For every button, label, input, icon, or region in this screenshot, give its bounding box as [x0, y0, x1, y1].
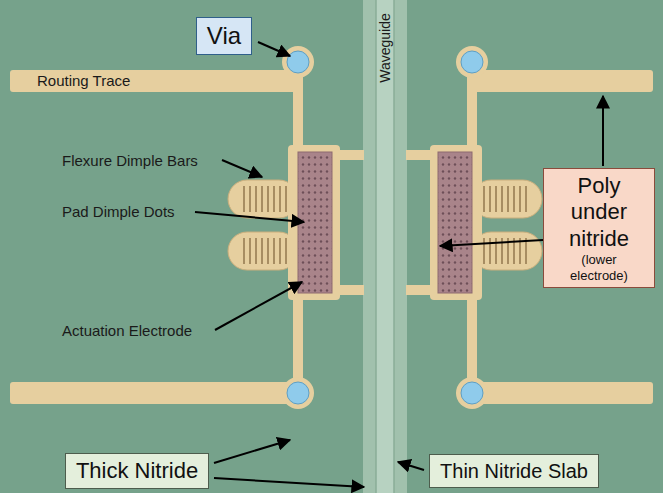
- callout-text: Thin Nitride Slab: [440, 459, 588, 483]
- part-label: Actuation Electrode: [62, 322, 192, 340]
- leader-arrows: [195, 42, 603, 487]
- thin-nitride-box: Thin Nitride Slab: [429, 454, 599, 488]
- thick-nitride-box: Thick Nitride: [65, 453, 209, 489]
- callout-text: Via: [207, 22, 241, 51]
- part-label: Pad Dimple Dots: [62, 203, 175, 221]
- part-label: Routing Trace: [37, 72, 130, 90]
- part-label: Flexure Dimple Bars: [62, 152, 198, 170]
- poly-callout-box: Poly under nitride(lower electrode): [543, 168, 655, 288]
- callout-text: Poly under nitride: [554, 173, 644, 252]
- callout-note: (lower electrode): [554, 252, 644, 283]
- via-callout-box: Via: [196, 17, 252, 56]
- callout-text: Thick Nitride: [76, 458, 198, 484]
- part-label: Waveguide: [377, 13, 394, 83]
